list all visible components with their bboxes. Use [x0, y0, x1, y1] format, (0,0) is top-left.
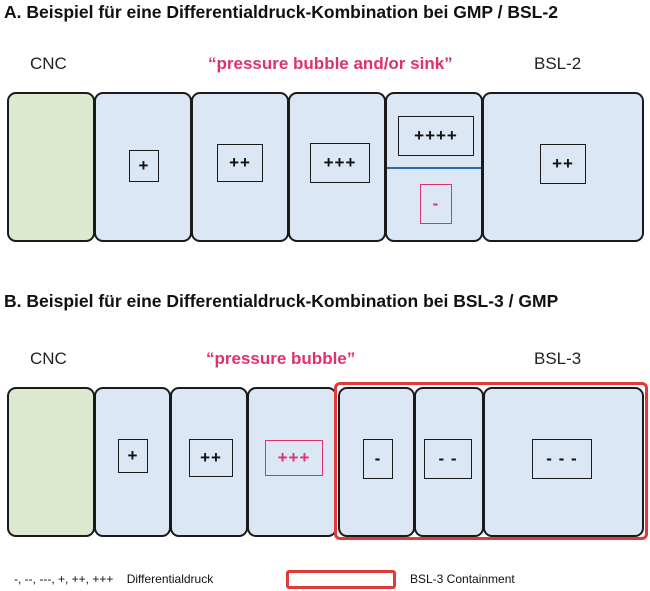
- section-b-room-3-pressure: +++: [265, 440, 323, 476]
- section-b-room-5-pressure: - -: [424, 439, 472, 479]
- section-a-room-1: +: [94, 92, 192, 242]
- section-a-room-4-pressure-top: ++++: [398, 116, 474, 156]
- section-a-room-2-pressure: ++: [217, 144, 263, 182]
- section-a-title: A. Beispiel für eine Differentialdruck-K…: [4, 2, 558, 22]
- section-b-room-2: ++: [170, 387, 248, 537]
- section-a-bsl2-label: BSL-2: [534, 54, 582, 73]
- section-b-room-4-pressure: -: [363, 439, 393, 479]
- section-b-room-6-pressure: - - -: [532, 439, 592, 479]
- section-b-room-6: - - -: [483, 387, 644, 537]
- bsl3-containment-outline: [334, 382, 648, 540]
- section-b-room-1: +: [94, 387, 171, 537]
- section-a-room-3: +++: [288, 92, 386, 242]
- legend-containment-swatch: [286, 570, 396, 589]
- section-b-title: B. Beispiel für eine Differentialdruck-K…: [4, 291, 559, 311]
- section-a-room-4-divider: [387, 167, 481, 169]
- section-b-room-4: -: [338, 387, 415, 537]
- section-b-cnc-room: [7, 387, 95, 537]
- section-a-room-3-pressure: +++: [310, 143, 370, 183]
- section-a-room-1-pressure: +: [129, 150, 159, 182]
- section-a-room-4-pressure-bottom: -: [420, 184, 452, 224]
- section-a-cnc-label: CNC: [30, 54, 67, 73]
- section-b-room-5: - -: [414, 387, 484, 537]
- section-b-pressure-bubble-label: “pressure bubble”: [206, 349, 356, 368]
- section-b-bsl3-label: BSL-3: [534, 349, 582, 368]
- legend-containment-label: BSL-3 Containment: [410, 572, 515, 586]
- section-a-pressure-bubble-label: “pressure bubble and/or sink”: [208, 54, 453, 73]
- section-b-cnc-label: CNC: [30, 349, 67, 368]
- section-b-room-1-pressure: +: [118, 439, 148, 473]
- section-a-room-5: ++: [482, 92, 644, 242]
- section-b-room-2-pressure: ++: [189, 439, 233, 477]
- legend-pressure-label: Differentialdruck: [126, 572, 214, 586]
- section-a-cnc-room: [7, 92, 95, 242]
- legend-pressure-symbols: -, --, ---, +, ++, +++ Differentialdruck: [14, 572, 213, 586]
- section-a-room-4: ++++ -: [385, 92, 483, 242]
- section-a-room-5-pressure: ++: [540, 144, 586, 184]
- section-b-room-3: +++: [247, 387, 337, 537]
- legend-pressure-symbols-text: -, --, ---, +, ++, +++: [14, 572, 114, 586]
- section-a-room-2: ++: [191, 92, 289, 242]
